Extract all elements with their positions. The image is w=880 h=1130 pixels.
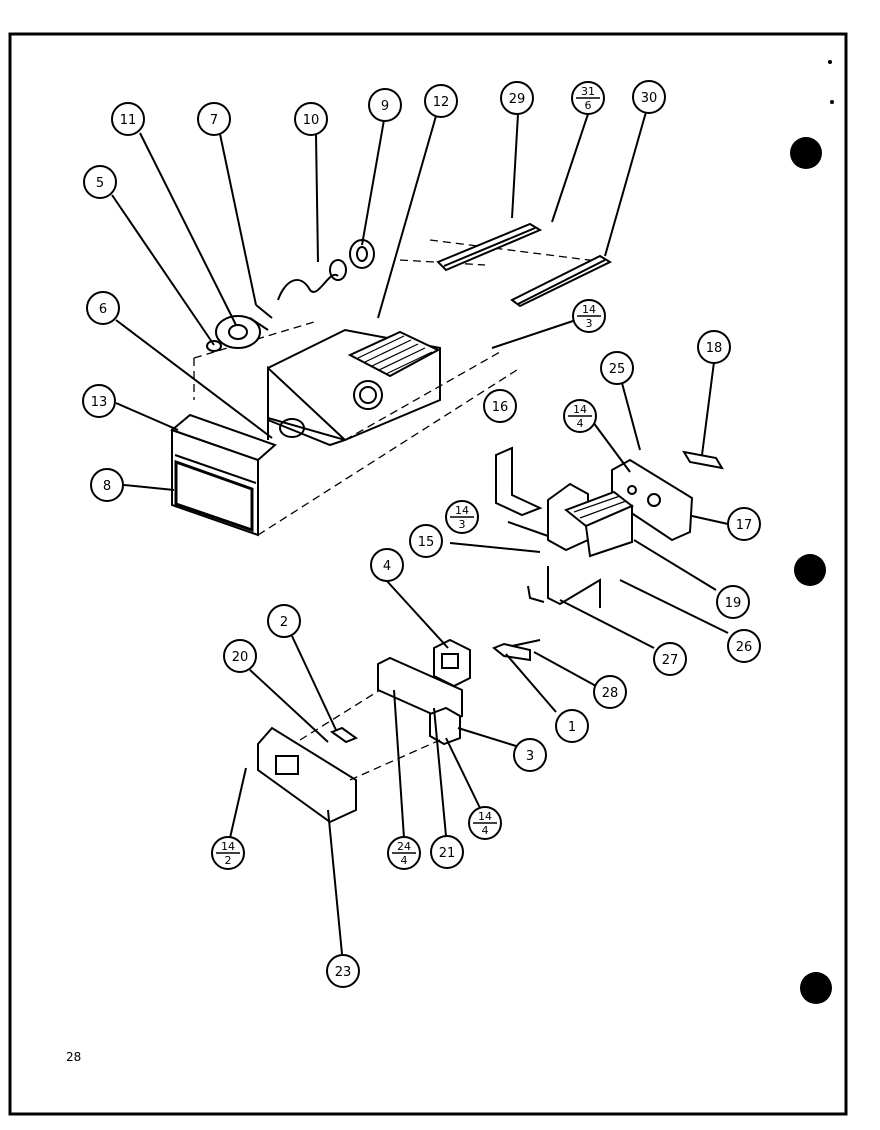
fraction-bottom: 2	[225, 854, 232, 867]
punch-hole-top	[790, 137, 822, 169]
callout-label: 25	[609, 362, 626, 377]
callout-17: 17	[727, 507, 761, 541]
punch-hole-middle	[794, 554, 826, 586]
fraction-bottom: 4	[577, 417, 584, 430]
callout-15: 15	[409, 524, 443, 558]
callout-13: 13	[82, 384, 116, 418]
fraction-top: 14	[478, 810, 492, 823]
fraction-top: 31	[581, 85, 595, 98]
callout-10: 10	[294, 102, 328, 136]
callout-2: 2	[267, 604, 301, 638]
callout-28: 28	[593, 675, 627, 709]
fraction-callout-14-4-upper: 14 4	[563, 399, 597, 433]
callout-label: 21	[439, 846, 456, 861]
scan-dot	[830, 100, 834, 104]
slide-rails	[436, 222, 613, 308]
callout-label: 20	[232, 650, 249, 665]
callout-16: 16	[483, 389, 517, 423]
fraction-bottom: 6	[585, 99, 592, 112]
callout-label: 29	[509, 92, 526, 107]
callout-label: 11	[120, 113, 137, 128]
callout-6: 6	[86, 291, 120, 325]
callout-21: 21	[430, 835, 464, 869]
page-number: 28	[66, 1050, 82, 1064]
auger-drive-parts	[206, 239, 375, 352]
leader-lines	[111, 111, 729, 955]
callout-label: 5	[96, 176, 104, 191]
fraction-bottom: 4	[482, 824, 489, 837]
callout-label: 3	[526, 749, 534, 764]
fraction-bottom: 4	[401, 854, 408, 867]
ice-bin-housing	[170, 239, 606, 537]
callout-label: 19	[725, 596, 742, 611]
callout-23: 23	[326, 954, 360, 988]
callout-label: 27	[662, 653, 679, 668]
callout-7: 7	[197, 102, 231, 136]
fraction-top: 14	[455, 504, 469, 517]
callout-1: 1	[555, 709, 589, 743]
callout-9: 9	[368, 88, 402, 122]
fraction-top: 24	[397, 840, 411, 853]
fraction-top: 14	[582, 303, 596, 316]
callout-label: 7	[210, 113, 218, 128]
callout-label: 10	[303, 113, 320, 128]
fraction-callout-14-4-lower: 14 4	[468, 806, 502, 840]
callout-label: 4	[383, 559, 391, 574]
fraction-bottom: 3	[586, 317, 593, 330]
callout-label: 12	[433, 95, 450, 110]
callout-label: 13	[91, 395, 108, 410]
callout-label: 16	[492, 400, 509, 415]
callout-27: 27	[653, 642, 687, 676]
callout-26: 26	[727, 629, 761, 663]
callout-label: 30	[641, 91, 658, 106]
callout-label: 6	[99, 302, 107, 317]
callout-8: 8	[90, 468, 124, 502]
callout-label: 1	[568, 720, 576, 735]
fraction-callout-14-3-middle: 14 3	[445, 500, 479, 534]
fraction-bottom: 3	[459, 518, 466, 531]
punch-hole-bottom	[800, 972, 832, 1004]
callout-4: 4	[370, 548, 404, 582]
fraction-callout-31-6: 31 6	[571, 81, 605, 115]
ice-maker-assembly	[492, 446, 725, 662]
callout-19: 19	[716, 585, 750, 619]
callout-label: 8	[103, 479, 111, 494]
callout-20: 20	[223, 639, 257, 673]
control-box-assembly	[257, 638, 471, 824]
callout-label: 28	[602, 686, 619, 701]
callout-3: 3	[513, 738, 547, 772]
scan-dot	[828, 60, 832, 64]
callout-label: 18	[706, 341, 723, 356]
callout-30: 30	[632, 80, 666, 114]
page-border	[8, 32, 848, 1116]
fraction-top: 14	[573, 403, 587, 416]
fraction-callout-14-3-upper: 14 3	[572, 299, 606, 333]
fraction-callout-24-4: 24 4	[387, 836, 421, 870]
callout-label: 9	[381, 99, 389, 114]
callout-25: 25	[600, 351, 634, 385]
fraction-callout-14-2: 14 2	[211, 836, 245, 870]
callout-label: 26	[736, 640, 753, 655]
callout-label: 2	[280, 615, 288, 630]
callout-label: 23	[335, 965, 352, 980]
fraction-top: 14	[221, 840, 235, 853]
callout-11: 11	[111, 102, 145, 136]
callout-5: 5	[83, 165, 117, 199]
callout-18: 18	[697, 330, 731, 364]
callout-29: 29	[500, 81, 534, 115]
callout-label: 15	[418, 535, 435, 550]
callout-12: 12	[424, 84, 458, 118]
callout-label: 17	[736, 518, 753, 533]
